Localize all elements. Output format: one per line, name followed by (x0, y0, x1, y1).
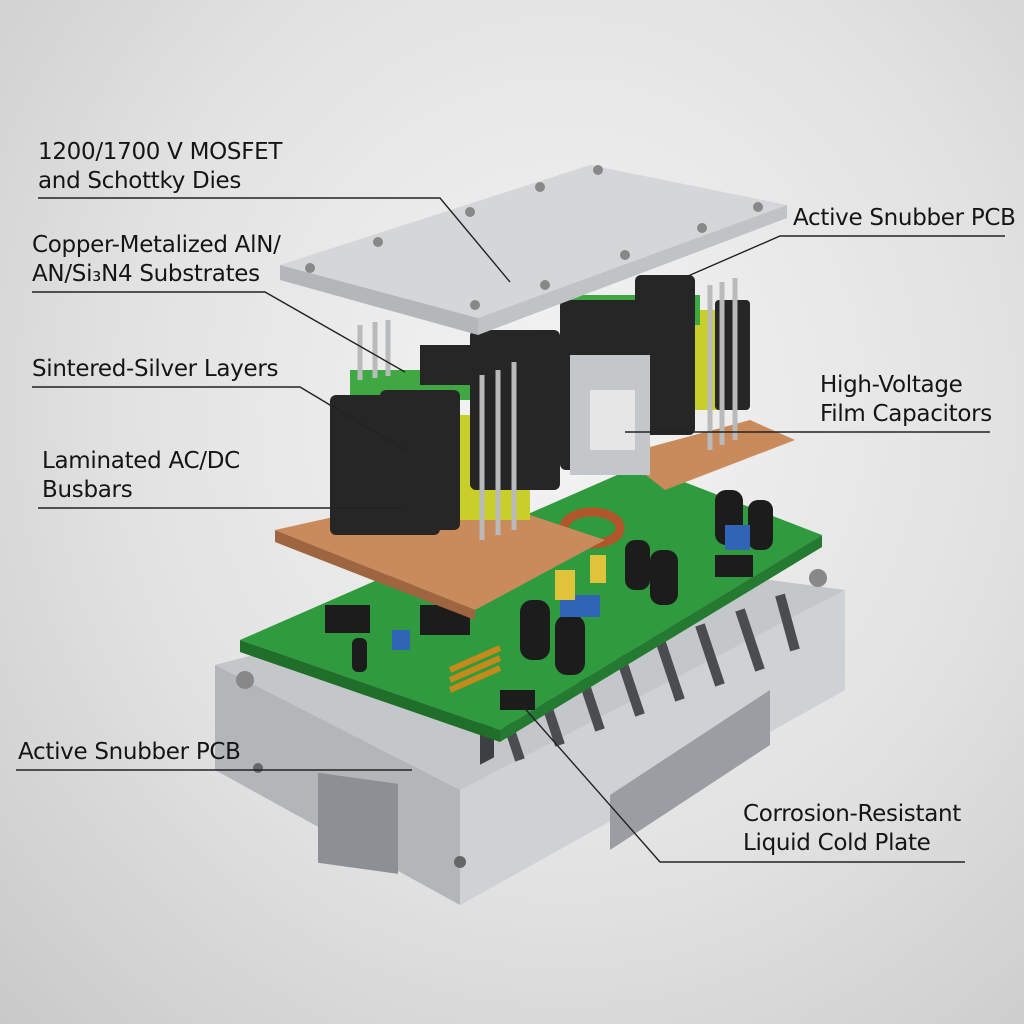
leader-lines (16, 197, 1005, 863)
main-pcb (240, 465, 822, 742)
leader-mosfet (38, 197, 511, 283)
label-active-snubber-top: Active Snubber PCB (793, 205, 1016, 231)
leader-cold-plate (519, 702, 965, 863)
power-modules (330, 275, 750, 540)
top-cover-plate (280, 165, 787, 335)
leader-sintered (32, 386, 406, 451)
label-sintered-silver: Sintered-Silver Layers (32, 356, 279, 382)
leader-substrates (32, 291, 406, 373)
inductor-coil-icon (448, 645, 502, 693)
label-active-snubber-bottom: Active Snubber PCB (18, 739, 241, 765)
label-substrates: Copper-Metalized AlN/AN/Si₃N4 Substrates (32, 232, 281, 287)
leader-snubber-top (687, 235, 1005, 277)
